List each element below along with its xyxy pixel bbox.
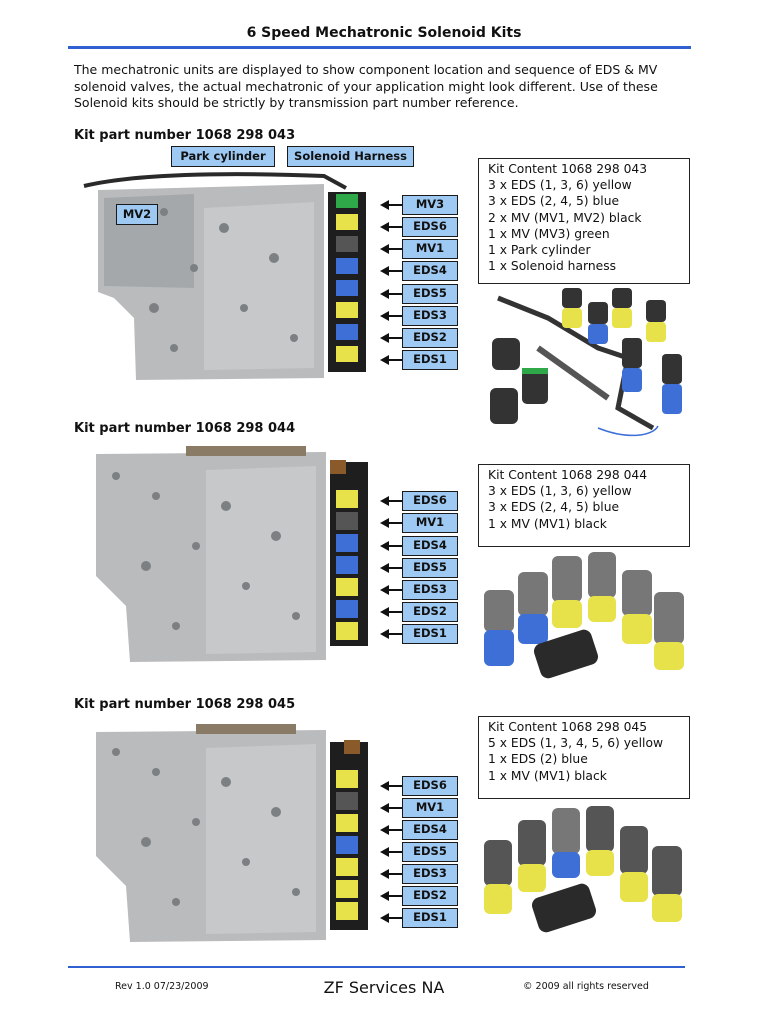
content-line: 3 x EDS (1, 3, 6) yellow [488,178,632,193]
mechatronic-photo [86,722,386,952]
kit-heading: Kit part number 1068 298 044 [74,421,296,436]
mechatronic-photo [86,446,386,672]
eds6-label: EDS6 [402,217,458,237]
mv1-label: MV1 [402,239,458,259]
content-line: Kit Content 1068 298 043 [488,162,648,176]
eds3-label: EDS3 [402,864,458,884]
content-line: 3 x EDS (2, 4, 5) blue [488,194,620,209]
header-rule [68,46,691,49]
park-cylinder-callout: Park cylinder [171,146,275,167]
intro-paragraph: The mechatronic units are displayed to s… [74,62,658,110]
eds5-label: EDS5 [402,284,458,304]
eds1-label: EDS1 [402,908,458,928]
kit-heading: Kit part number 1068 298 043 [74,128,296,143]
eds4-label: EDS4 [402,536,458,556]
content-line: 1 x EDS (2) blue [488,752,588,767]
kit-parts-photo [484,552,684,679]
content-line: 3 x EDS (2, 4, 5) blue [488,500,620,515]
eds6-label: EDS6 [402,491,458,511]
content-line: 5 x EDS (1, 3, 4, 5, 6) yellow [488,736,664,751]
eds2-label: EDS2 [402,602,458,622]
content-line: 3 x EDS (1, 3, 6) yellow [488,484,632,499]
footer-rule [68,966,685,968]
content-line: 1 x MV (MV1) black [488,768,607,783]
content-line: 2 x MV (MV1, MV2) black [488,210,642,225]
mv3-label: MV3 [402,195,458,215]
eds3-label: EDS3 [402,580,458,600]
eds2-label: EDS2 [402,328,458,348]
eds1-label: EDS1 [402,624,458,644]
kit-heading: Kit part number 1068 298 045 [74,697,296,712]
mv2-callout: MV2 [116,204,158,225]
content-line: 1 x MV (MV3) green [488,226,610,241]
eds1-label: EDS1 [402,350,458,370]
page-title: 6 Speed Mechatronic Solenoid Kits [246,25,522,41]
content-line: 1 x Solenoid harness [488,259,617,274]
eds6-label: EDS6 [402,776,458,796]
copyright: © 2009 all rights reserved [523,981,649,992]
content-line: Kit Content 1068 298 045 [488,720,648,734]
mv1-label: MV1 [402,798,458,818]
eds3-label: EDS3 [402,306,458,326]
kit-parts-photo [484,806,682,933]
kit-content-box: Kit Content 1068 298 045 5 x EDS (1, 3, … [478,716,690,799]
kit-content-box: Kit Content 1068 298 044 3 x EDS (1, 3, … [478,464,690,547]
kit-content-box: Kit Content 1068 298 043 3 x EDS (1, 3, … [478,158,690,284]
kit-parts-photo [490,288,682,437]
eds5-label: EDS5 [402,842,458,862]
eds4-label: EDS4 [402,261,458,281]
company-name: ZF Services NA [323,978,445,997]
eds5-label: EDS5 [402,558,458,578]
eds2-label: EDS2 [402,886,458,906]
content-line: Kit Content 1068 298 044 [488,468,648,482]
mv1-label: MV1 [402,513,458,533]
eds4-label: EDS4 [402,820,458,840]
content-line: 1 x Park cylinder [488,243,591,258]
solenoid-harness-callout: Solenoid Harness [287,146,414,167]
mechatronic-photo [74,168,386,392]
revision-date: Rev 1.0 07/23/2009 [115,981,209,992]
content-line: 1 x MV (MV1) black [488,516,607,531]
